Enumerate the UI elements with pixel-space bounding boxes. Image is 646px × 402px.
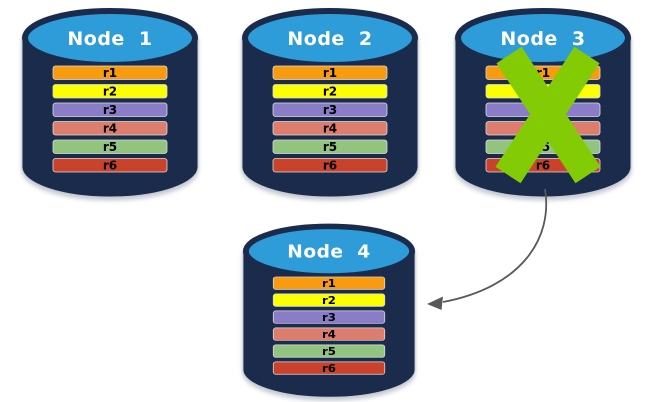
replica-bar-r6 xyxy=(52,158,168,173)
replica-label: r1 xyxy=(103,66,117,80)
database-cylinder-icon: Node 1 r1 r2 r3 r4 r5 r6 xyxy=(21,8,199,198)
replica-label: r2 xyxy=(103,85,117,99)
replica-label: r3 xyxy=(322,310,336,324)
replica-bar-r4 xyxy=(52,121,168,136)
replica-label: r4 xyxy=(322,327,336,341)
cylinder-top xyxy=(242,223,416,279)
replica-label: r6 xyxy=(103,159,117,173)
cylinder-top xyxy=(22,8,198,68)
arrow-head xyxy=(427,296,443,310)
replica-stack: r1 r2 r3 r4 r5 r6 xyxy=(272,276,386,375)
database-cylinder-icon: Node 2 r1 r2 r3 r4 r5 r6 xyxy=(241,8,419,198)
replica-label: r5 xyxy=(322,344,336,358)
replica-bar-r2 xyxy=(272,84,388,99)
x-mark-icon xyxy=(495,46,601,184)
node-title: Node 2 xyxy=(287,28,372,50)
replica-bar-r5 xyxy=(272,344,386,358)
replica-label: r5 xyxy=(103,140,117,154)
replica-bar-r6 xyxy=(272,158,388,173)
replica-label: r3 xyxy=(323,103,337,117)
replica-label: r6 xyxy=(323,159,337,173)
replica-bar-r5 xyxy=(52,139,168,154)
replica-stack: r1 r2 r3 r4 r5 r6 xyxy=(272,65,388,173)
replica-bar-r2 xyxy=(52,84,168,99)
node-2-cylinder: Node 2 r1 r2 r3 r4 r5 r6 xyxy=(240,4,420,200)
node-1-cylinder: Node 1 r1 r2 r3 r4 r5 r6 xyxy=(20,4,200,200)
replica-bar-r4 xyxy=(272,121,388,136)
replica-label: r1 xyxy=(322,276,336,290)
replica-label: r3 xyxy=(103,103,117,117)
replica-bar-r5 xyxy=(272,139,388,154)
node-title: Node 4 xyxy=(287,242,370,262)
database-cylinder-icon: Node 4 r1 r2 r3 r4 r5 r6 xyxy=(242,223,416,398)
replica-label: r2 xyxy=(323,85,337,99)
replica-bar-r2 xyxy=(272,293,386,307)
replica-label: r5 xyxy=(323,140,337,154)
x-stroke-2 xyxy=(495,46,600,184)
replica-bar-r3 xyxy=(272,310,386,324)
cylinder-top xyxy=(242,8,418,68)
replica-bar-r1 xyxy=(272,276,386,290)
replica-bar-r3 xyxy=(272,102,388,117)
replica-label: r2 xyxy=(322,293,336,307)
replica-label: r6 xyxy=(536,159,550,173)
replica-bar-r1 xyxy=(272,65,388,80)
arrow-curve xyxy=(442,188,548,303)
replica-bar-r1 xyxy=(52,65,168,80)
node-title: Node 3 xyxy=(500,28,585,50)
replica-label: r1 xyxy=(323,66,337,80)
replica-label: r4 xyxy=(103,122,117,136)
replica-bar-r3 xyxy=(52,102,168,117)
replica-stack: r1 r2 r3 r4 r5 r6 xyxy=(52,65,168,173)
replica-label: r4 xyxy=(323,122,337,136)
cylinder-top xyxy=(455,8,631,68)
node-title: Node 1 xyxy=(67,28,152,50)
replica-label: r6 xyxy=(322,361,336,375)
replica-bar-r6 xyxy=(272,361,386,375)
replica-bar-r4 xyxy=(272,327,386,341)
node-4-cylinder: Node 4 r1 r2 r3 r4 r5 r6 xyxy=(241,220,417,400)
